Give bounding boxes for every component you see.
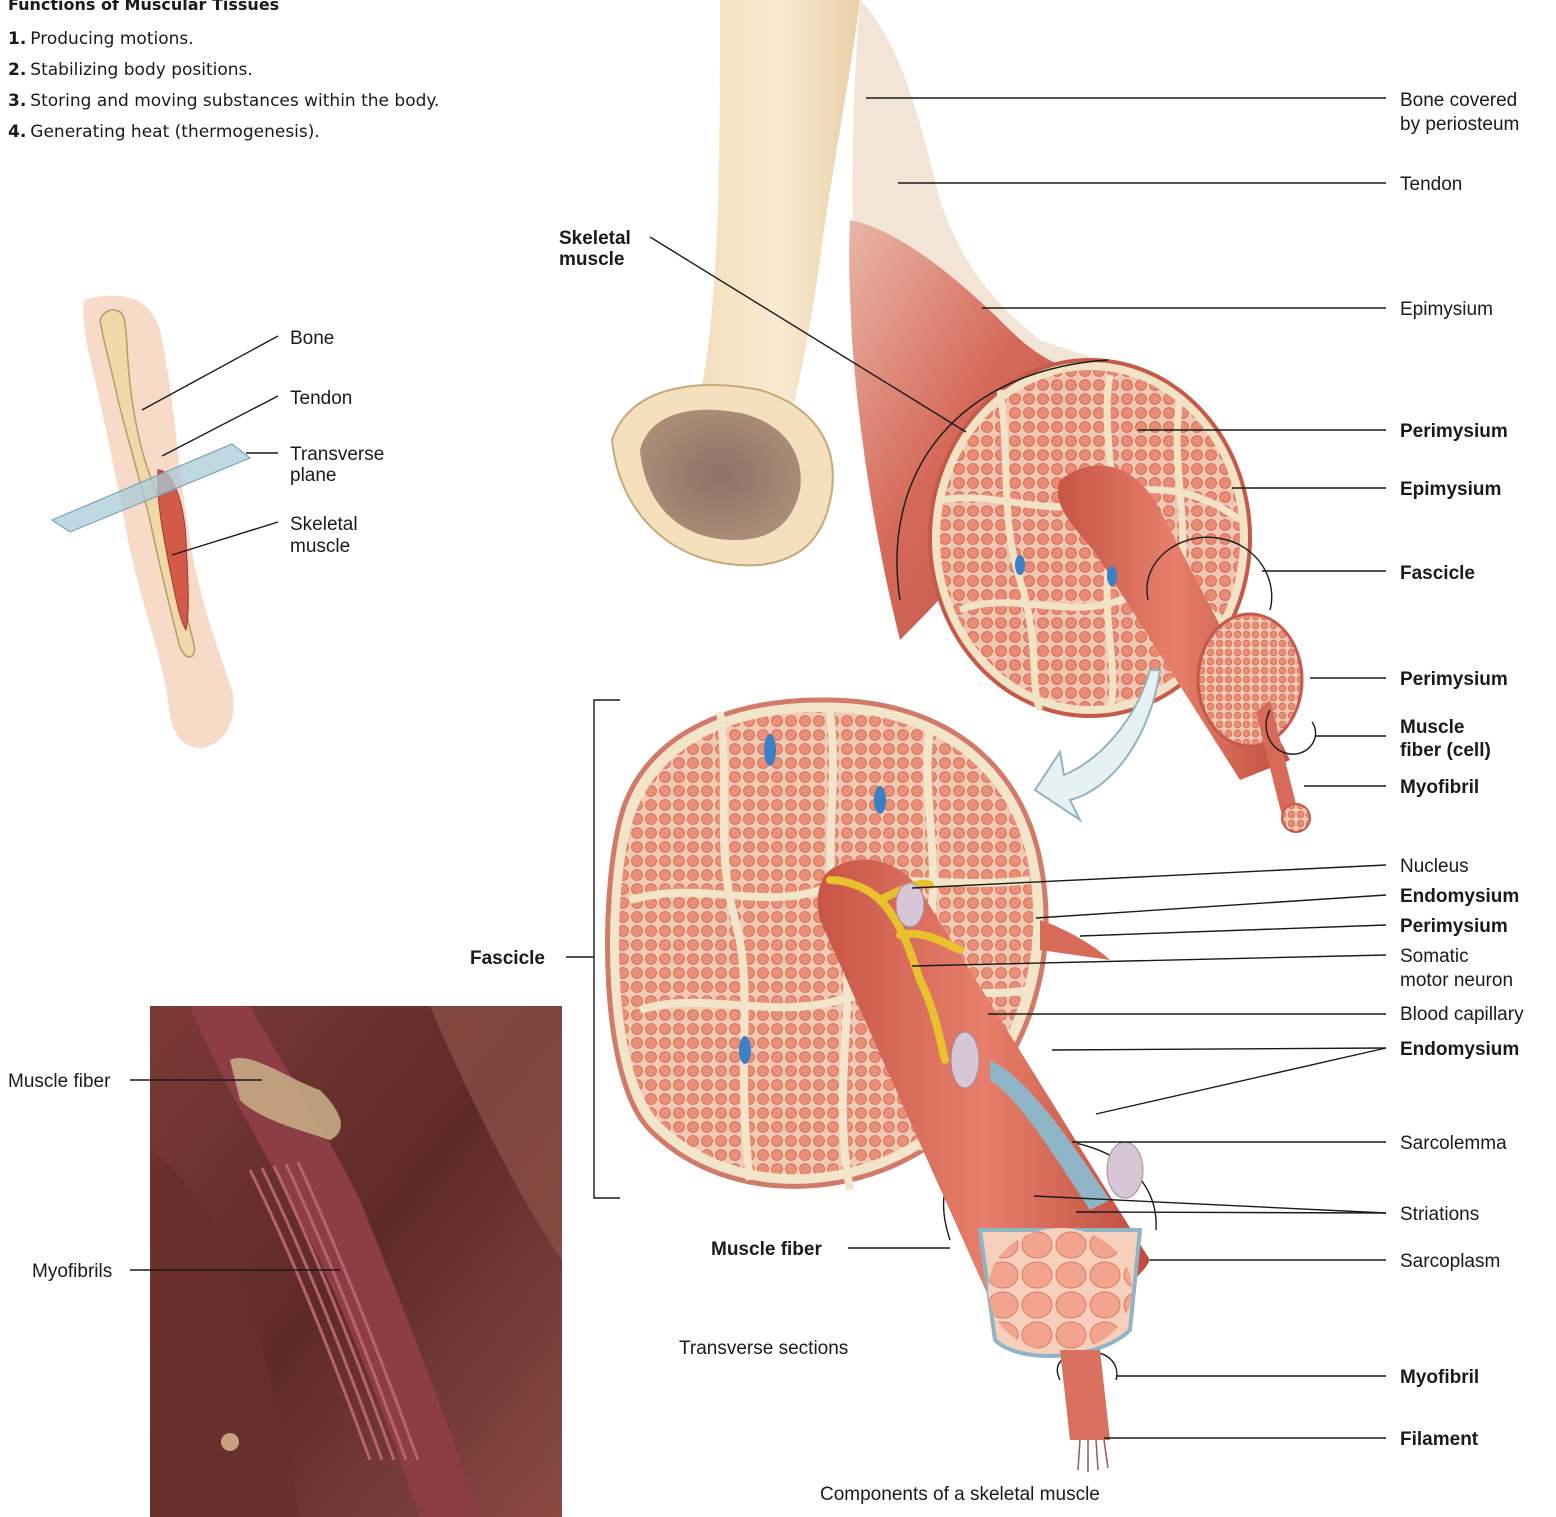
arm-label-transverse-plane: plane [290,465,337,486]
label-myofibril: Myofibril [1400,777,1479,798]
label-nucleus: Nucleus [1400,856,1469,877]
label-fascicle-left: Fascicle [470,948,545,969]
label-perimysium: Perimysium [1400,421,1508,442]
label-transverse-sections: Transverse sections [679,1338,848,1359]
arm-illustration [52,296,250,748]
sem-micrograph [150,1006,562,1517]
label-striations: Striations [1400,1204,1479,1225]
filaments [1078,1440,1108,1472]
nucleus [896,883,924,927]
label-perimysium: Perimysium [1400,916,1508,937]
label-somatic-motor-neuron: Somatic [1400,946,1469,967]
arm-label-skeletal-muscle: Skeletal [290,514,358,535]
sem-label-myofibrils: Myofibrils [32,1261,112,1282]
arm-label-tendon: Tendon [290,388,352,409]
label-bone-covered-by-periosteum: Bone covered [1400,90,1517,111]
label-blood-capillary: Blood capillary [1400,1004,1524,1025]
label-epimysium: Epimysium [1400,479,1501,500]
label-fascicle: Fascicle [1400,563,1475,584]
myofibril-strand [1060,1350,1110,1440]
label-muscle-fiber-cell: Muscle [1400,717,1464,738]
label-myofibril: Myofibril [1400,1367,1479,1388]
label-muscle-fiber-cell: fiber (cell) [1400,740,1491,761]
arm-label-bone: Bone [290,328,334,349]
arm-label-transverse-plane: Transverse [290,444,384,465]
label-muscle-fiber: Muscle fiber [711,1239,822,1260]
label-perimysium: Perimysium [1400,669,1508,690]
figure-caption: Components of a skeletal muscle [820,1484,1100,1505]
label-sarcoplasm: Sarcoplasm [1400,1251,1500,1272]
label-skeletal-muscle: Skeletal [559,228,631,249]
label-sarcolemma: Sarcolemma [1400,1133,1507,1154]
label-somatic-motor-neuron: motor neuron [1400,970,1513,991]
label-tendon: Tendon [1400,174,1462,195]
label-endomysium: Endomysium [1400,886,1519,907]
sem-label-muscle-fiber: Muscle fiber [8,1071,111,1092]
label-filament: Filament [1400,1429,1479,1450]
label-epimysium-top: Epimysium [1400,299,1493,320]
label-bone-covered-by-periosteum: by periosteum [1400,114,1519,135]
bone-with-periosteum [612,0,860,565]
fascicle-cross-section [1198,614,1302,746]
arm-label-skeletal-muscle: muscle [290,536,350,557]
label-skeletal-muscle: muscle [559,249,624,270]
label-endomysium: Endomysium [1400,1039,1519,1060]
